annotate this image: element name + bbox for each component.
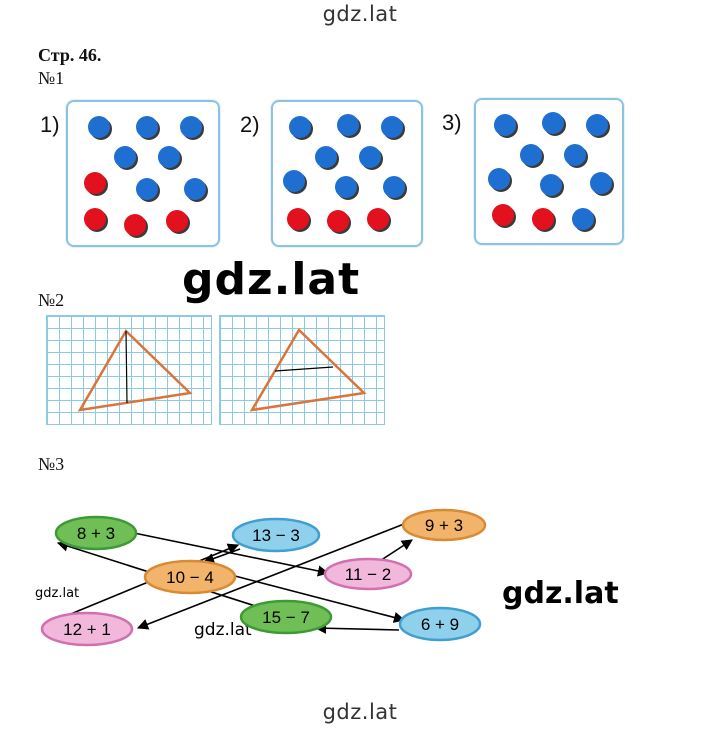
blue-dot bbox=[381, 116, 403, 138]
blue-dot bbox=[114, 146, 136, 168]
blue-dot bbox=[359, 146, 381, 168]
box2-label: 2) bbox=[240, 112, 260, 137]
blue-dot bbox=[494, 114, 516, 136]
pill-11-minus-2: 11 − 2 bbox=[323, 557, 413, 591]
arrow-line bbox=[314, 622, 400, 634]
page-title: Стр. 46. bbox=[38, 45, 102, 65]
blue-dot bbox=[520, 144, 542, 166]
expression-text: 10 − 4 bbox=[166, 568, 214, 587]
expression-text: 13 − 3 bbox=[252, 526, 300, 545]
blue-dot bbox=[88, 116, 110, 138]
task1-heading: №1 bbox=[38, 68, 65, 88]
blue-dot bbox=[586, 114, 608, 136]
watermark-mid: gdz.lat bbox=[194, 620, 252, 640]
expression-text: 9 + 3 bbox=[425, 516, 463, 535]
box1-label: 1) bbox=[40, 112, 60, 137]
midline-segment bbox=[274, 366, 334, 372]
altitude-segment bbox=[125, 330, 128, 404]
arrow-line bbox=[234, 575, 406, 623]
pill-8-plus-3: 8 + 3 bbox=[54, 515, 138, 551]
watermark-right: gdz.lat bbox=[502, 576, 619, 611]
blue-dot bbox=[540, 174, 562, 196]
pill-10-minus-4: 10 − 4 bbox=[143, 559, 237, 595]
arrow-line bbox=[202, 548, 241, 564]
blue-dot bbox=[315, 146, 337, 168]
triangle-right bbox=[249, 327, 367, 412]
blue-dot bbox=[590, 172, 612, 194]
pill-6-plus-9: 6 + 9 bbox=[398, 606, 482, 642]
blue-dot bbox=[572, 208, 594, 230]
blue-dot bbox=[564, 144, 586, 166]
task3-heading: №3 bbox=[38, 454, 65, 474]
pill-9-plus-3: 9 + 3 bbox=[401, 508, 487, 542]
blue-dot bbox=[136, 116, 158, 138]
expression-text: 11 − 2 bbox=[345, 565, 391, 584]
red-dot bbox=[287, 208, 309, 230]
expression-text: 15 − 7 bbox=[262, 608, 310, 627]
box3-label: 3) bbox=[442, 110, 462, 135]
blue-dot bbox=[283, 170, 305, 192]
red-dot bbox=[367, 208, 389, 230]
watermark-large: gdz.lat bbox=[182, 254, 361, 305]
blue-dot bbox=[136, 178, 158, 200]
red-dot bbox=[532, 208, 554, 230]
blue-dot bbox=[337, 114, 359, 136]
pill-13-minus-3: 13 − 3 bbox=[231, 517, 321, 553]
pill-12-plus-1: 12 + 1 bbox=[40, 611, 134, 647]
watermark-bottom: gdz.lat bbox=[322, 700, 398, 724]
expression-text: 6 + 9 bbox=[421, 615, 459, 634]
blue-dot bbox=[488, 168, 510, 190]
dot-box-1 bbox=[66, 100, 220, 247]
blue-dot bbox=[383, 176, 405, 198]
triangle-left bbox=[77, 328, 193, 412]
red-dot bbox=[166, 210, 188, 232]
blue-dot bbox=[289, 116, 311, 138]
arrow-line bbox=[136, 523, 405, 630]
blue-dot bbox=[184, 178, 206, 200]
pill-15-minus-7: 15 − 7 bbox=[239, 599, 333, 635]
red-dot bbox=[327, 210, 349, 232]
watermark-small: gdz.lat bbox=[35, 586, 80, 601]
red-dot bbox=[492, 204, 514, 226]
red-dot bbox=[84, 172, 106, 194]
watermark-top: gdz.lat bbox=[322, 2, 398, 26]
blue-dot bbox=[158, 146, 180, 168]
blue-dot bbox=[335, 176, 357, 198]
task2-heading: №2 bbox=[38, 290, 65, 310]
expression-text: 12 + 1 bbox=[63, 620, 111, 639]
blue-dot bbox=[542, 112, 564, 134]
dot-box-3 bbox=[474, 98, 624, 245]
red-dot bbox=[84, 208, 106, 230]
red-dot bbox=[124, 214, 146, 236]
expression-text: 8 + 3 bbox=[77, 524, 115, 543]
blue-dot bbox=[180, 116, 202, 138]
dot-box-2 bbox=[271, 100, 423, 247]
